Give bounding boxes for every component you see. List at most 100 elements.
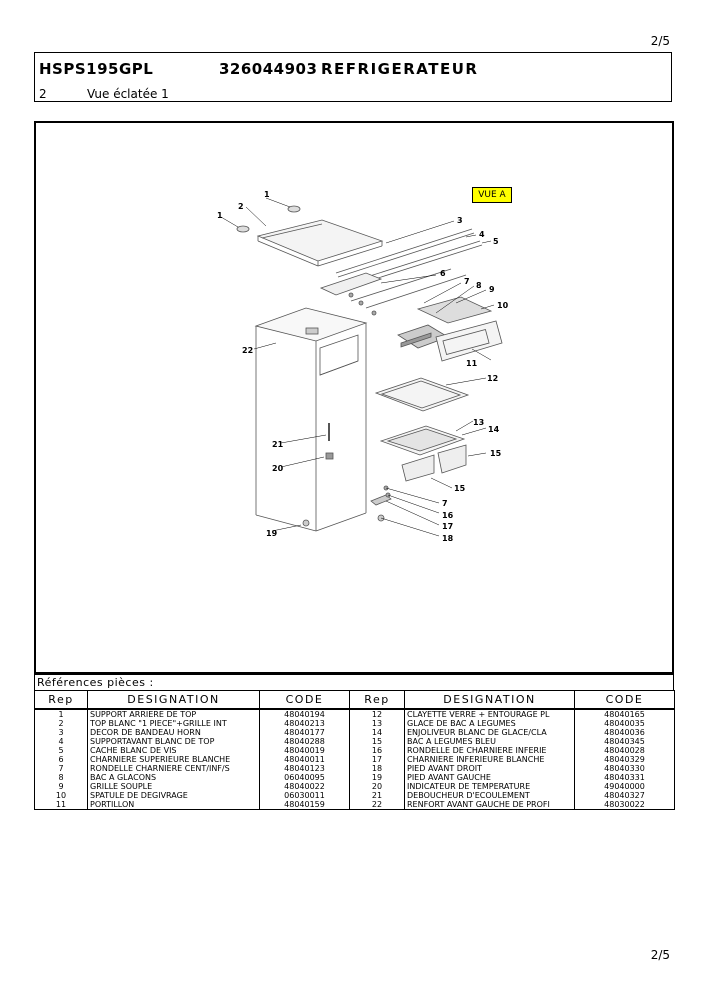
page-number-top: 2/5 <box>650 34 670 48</box>
parts-table: Rep DESIGNATION CODE Rep DESIGNATION COD… <box>34 690 675 810</box>
callout-label: 22 <box>242 346 253 355</box>
cell-designation: PIED AVANT GAUCHE <box>404 773 575 782</box>
callout-label: 3 <box>457 216 463 225</box>
callout-label: 9 <box>489 285 495 294</box>
cell-code: 06030011 <box>259 791 350 800</box>
cell-rep: 14 <box>349 728 405 737</box>
cell-designation: DEBOUCHEUR D'ECOULEMENT <box>404 791 575 800</box>
cell-designation: BAC A GLACONS <box>87 773 260 782</box>
cell-designation: SUPPORTAVANT BLANC DE TOP <box>87 737 260 746</box>
cell-designation: BAC A LEGUMES BLEU <box>404 737 575 746</box>
cell-rep: 6 <box>34 755 88 764</box>
cell-code: 48040165 <box>574 709 675 719</box>
cell-rep: 1 <box>34 709 88 719</box>
product-title: REFRIGERATEUR <box>321 60 479 78</box>
callout-label: 2 <box>238 202 244 211</box>
cell-designation: PORTILLON <box>87 800 260 810</box>
cell-designation: CLAYETTE VERRE + ENTOURAGE PL <box>404 709 575 719</box>
cell-rep: 3 <box>34 728 88 737</box>
callout-label: 6 <box>440 269 446 278</box>
cell-code: 48040022 <box>259 782 350 791</box>
callout-label: 13 <box>473 418 484 427</box>
cell-rep: 15 <box>349 737 405 746</box>
header-rep-left: Rep <box>34 690 88 710</box>
callout-label: 18 <box>442 534 454 543</box>
model-number: HSPS195GPL <box>39 60 154 78</box>
cell-designation: ENJOLIVEUR BLANC DE GLACE/CLA <box>404 728 575 737</box>
cell-designation: SUPPORT ARRIERE DE TOP <box>87 709 260 719</box>
document-header: HSPS195GPL 326044903 REFRIGERATEUR 2 Vue… <box>34 52 672 102</box>
cell-rep: 12 <box>349 709 405 719</box>
cell-designation: PIED AVANT DROIT <box>404 764 575 773</box>
header-designation-right: DESIGNATION <box>404 690 575 710</box>
cell-designation: SPATULE DE DEGIVRAGE <box>87 791 260 800</box>
callout-label: 5 <box>493 237 499 246</box>
table-header-row: Rep DESIGNATION CODE Rep DESIGNATION COD… <box>34 690 675 710</box>
callout-label: 15 <box>490 449 502 458</box>
callout-label: 10 <box>497 301 509 310</box>
cell-rep: 5 <box>34 746 88 755</box>
cell-rep: 11 <box>34 800 88 810</box>
callout-label: 20 <box>272 464 284 473</box>
cell-designation: GRILLE SOUPLE <box>87 782 260 791</box>
callout-label: 4 <box>479 230 485 239</box>
view-a-badge: VUE A <box>472 187 512 203</box>
cell-code: 48040327 <box>574 791 675 800</box>
cell-code: 48040123 <box>259 764 350 773</box>
page-number-bottom: 2/5 <box>650 948 670 962</box>
cell-rep: 2 <box>34 719 88 728</box>
callout-label: 17 <box>442 522 453 531</box>
callout-label: 16 <box>442 511 454 520</box>
cell-rep: 8 <box>34 773 88 782</box>
cell-code: 48040028 <box>574 746 675 755</box>
cell-rep: 10 <box>34 791 88 800</box>
cell-designation: INDICATEUR DE TEMPERATURE <box>404 782 575 791</box>
cell-code: 48040213 <box>259 719 350 728</box>
cell-code: 48040177 <box>259 728 350 737</box>
header-designation-left: DESIGNATION <box>87 690 260 710</box>
cell-rep: 7 <box>34 764 88 773</box>
cell-code: 48040011 <box>259 755 350 764</box>
callout-label: 8 <box>476 281 482 290</box>
cell-rep: 16 <box>349 746 405 755</box>
cell-rep: 4 <box>34 737 88 746</box>
callout-label: 15 <box>454 484 466 493</box>
header-code-left: CODE <box>259 690 350 710</box>
cell-code: 48040036 <box>574 728 675 737</box>
callout-label: 7 <box>442 499 448 508</box>
callout-label: 1 <box>217 211 223 220</box>
cell-designation: RONDELLE DE CHARNIERE INFERIE <box>404 746 575 755</box>
cell-rep: 13 <box>349 719 405 728</box>
cell-rep: 17 <box>349 755 405 764</box>
callout-label: 7 <box>464 277 470 286</box>
section-number: 2 <box>39 87 47 101</box>
cell-designation: TOP BLANC "1 PIECE"+GRILLE INT <box>87 719 260 728</box>
cell-code: 48030022 <box>574 800 675 810</box>
cell-code: 48040194 <box>259 709 350 719</box>
header-rep-right: Rep <box>349 690 405 710</box>
cell-rep: 19 <box>349 773 405 782</box>
cell-designation: RONDELLE CHARNIERE CENT/INF/S <box>87 764 260 773</box>
callout-label: 1 <box>264 190 270 199</box>
cell-rep: 22 <box>349 800 405 810</box>
cell-rep: 21 <box>349 791 405 800</box>
cell-code: 48040159 <box>259 800 350 810</box>
cell-code: 48040019 <box>259 746 350 755</box>
cell-rep: 18 <box>349 764 405 773</box>
cell-rep: 20 <box>349 782 405 791</box>
references-heading-box: Références pièces : <box>34 674 674 690</box>
cell-rep: 9 <box>34 782 88 791</box>
